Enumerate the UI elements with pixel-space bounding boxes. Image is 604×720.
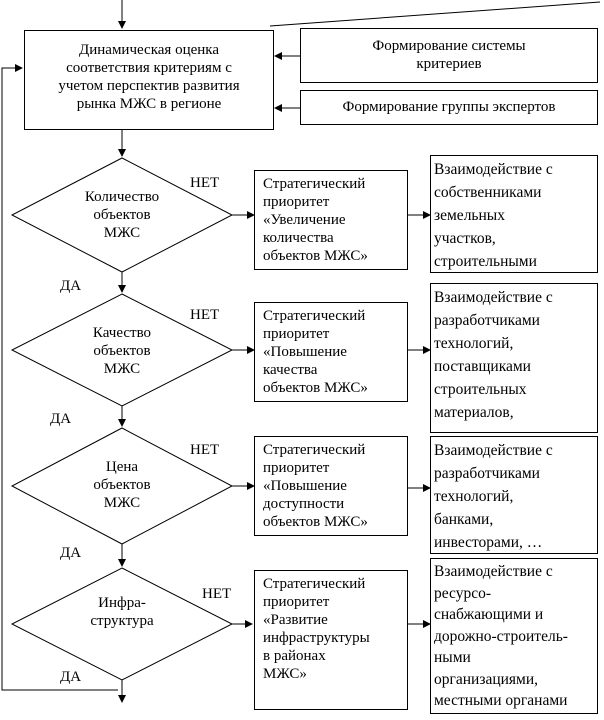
expert-group-box: Формирование группы экспертов — [300, 90, 598, 125]
priority-box-3: Стратегический приоритет «Повышение дост… — [254, 436, 408, 536]
decision-label-2: Качество объектов МЖС — [92, 325, 152, 377]
decision-label-3: Цена объектов МЖС — [93, 459, 151, 511]
interaction-text-3: Взаимодействие с разработчиками технолог… — [434, 442, 553, 551]
no-label-3: НЕТ — [190, 442, 220, 458]
priority-box-1: Стратегический приоритет «Увеличение кол… — [254, 170, 408, 270]
interaction-text-2: Взаимодействие с разработчиками технолог… — [434, 289, 553, 432]
no-label-4: НЕТ — [202, 586, 232, 602]
priority-box-4: Стратегический приоритет «Развитие инфра… — [254, 570, 408, 710]
interaction-box-1: Взаимодействие с собственниками земельны… — [430, 155, 598, 273]
yes-label-1: ДА — [60, 278, 82, 294]
criteria-system-box: Формирование системы критериев — [300, 28, 598, 83]
interaction-box-4: Взаимодействие с ресурсо- снабжающими и … — [430, 558, 598, 714]
criteria-system-text: Формирование системы критериев — [372, 38, 526, 72]
interaction-box-2: Взаимодействие с разработчиками технолог… — [430, 283, 598, 433]
priority-text-2: Стратегический приоритет «Повышение каче… — [263, 308, 368, 396]
yes-label-4: ДА — [60, 669, 82, 685]
evaluation-box: Динамическая оценка соответствия критери… — [24, 30, 274, 130]
evaluation-text: Динамическая оценка соответствия критери… — [58, 42, 240, 112]
priority-text-1: Стратегический приоритет «Увеличение кол… — [263, 176, 368, 264]
interaction-box-3: Взаимодействие с разработчиками технолог… — [430, 436, 598, 554]
no-label-1: НЕТ — [190, 175, 220, 191]
priority-text-4: Стратегический приоритет «Развитие инфра… — [263, 576, 370, 682]
feedback-loop-left — [1, 64, 118, 691]
feedback-line-top — [269, 1, 601, 27]
expert-group-text: Формирование группы экспертов — [342, 99, 556, 115]
yes-label-2: ДА — [50, 411, 72, 427]
priority-text-3: Стратегический приоритет «Повышение дост… — [263, 442, 368, 530]
no-label-2: НЕТ — [190, 307, 220, 323]
interaction-text-4: Взаимодействие с ресурсо- снабжающими и … — [434, 563, 568, 709]
yes-label-3: ДА — [60, 545, 82, 561]
interaction-text-1: Взаимодействие с собственниками земельны… — [434, 161, 553, 270]
decision-label-4: Инфра- структура — [90, 595, 154, 629]
priority-box-2: Стратегический приоритет «Повышение каче… — [254, 302, 408, 402]
decision-label-1: Количество объектов МЖС — [84, 189, 160, 241]
